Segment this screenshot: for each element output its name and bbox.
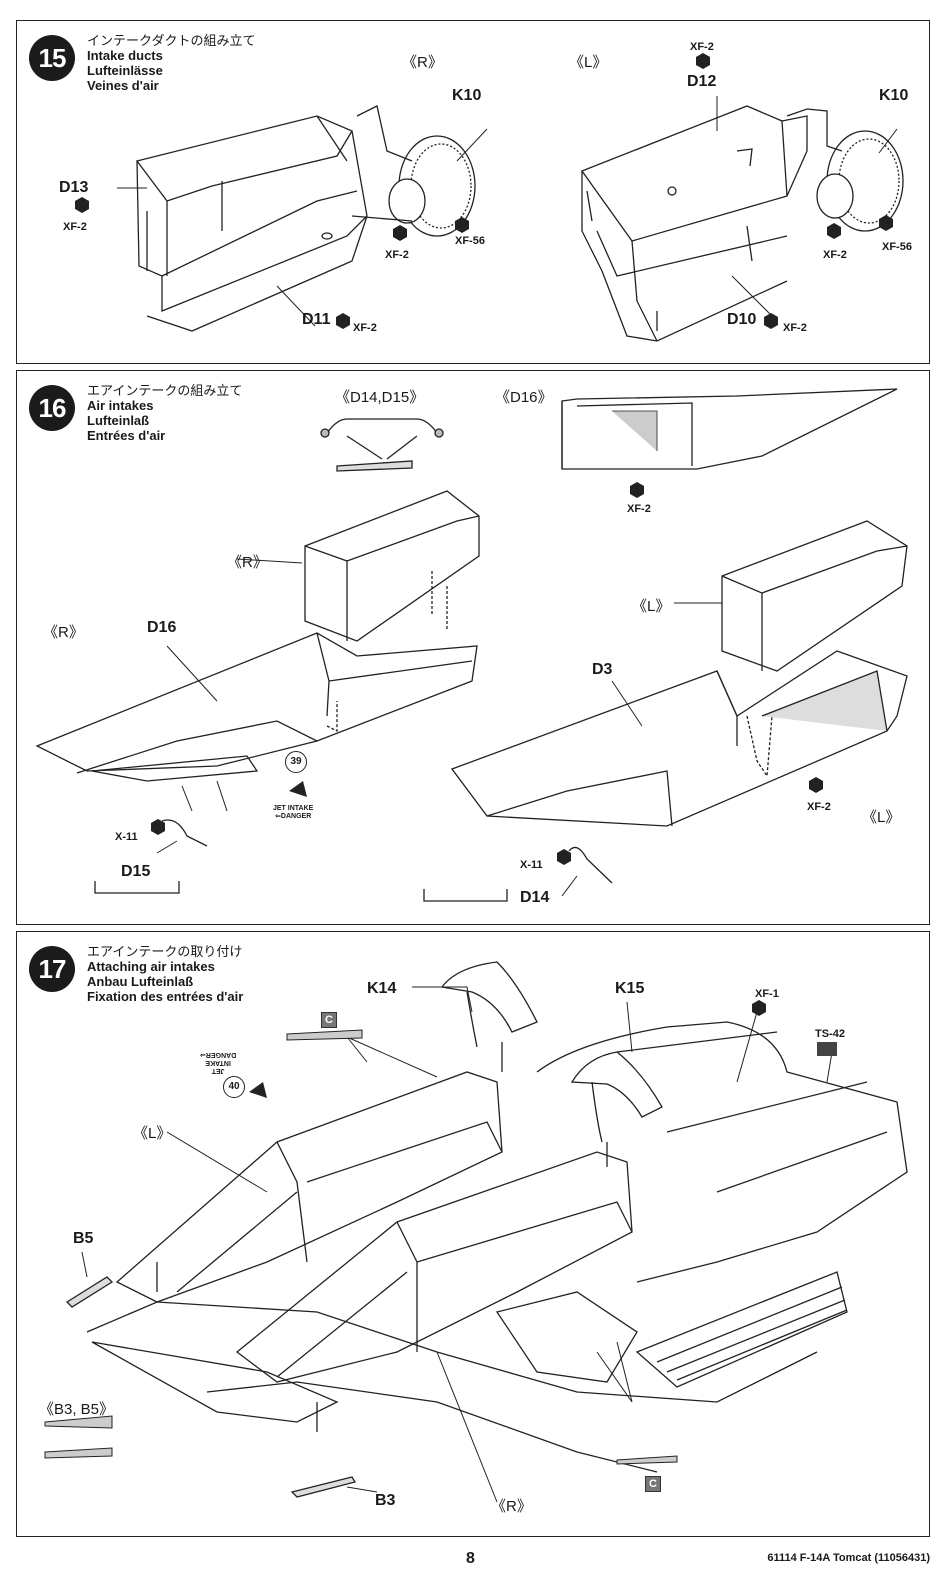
step-15-right-side-label: 《R》 bbox=[402, 54, 443, 71]
step-16-right-side-label: 《R》 bbox=[43, 624, 84, 641]
decal-40-text: JET INTAKE DANGER⇒ bbox=[200, 1051, 237, 1074]
step-17-title-de: Anbau Lufteinlaß bbox=[87, 974, 194, 989]
paint-xf2-d10: XF-2 bbox=[783, 322, 807, 334]
step-15-panel: 15 インテークダクトの組み立て Intake ducts Lufteinläs… bbox=[16, 20, 930, 364]
part-d12-label: D12 bbox=[687, 73, 717, 90]
step-17-panel: 17 エアインテークの取り付け Attaching air intakes An… bbox=[16, 931, 930, 1537]
step-16-right-duct-label: 《R》 bbox=[227, 554, 268, 571]
step-16-number: 16 bbox=[29, 385, 75, 431]
decal-40-marker: 40 bbox=[223, 1076, 245, 1098]
cement-tag-lower: C bbox=[645, 1476, 661, 1492]
paint-xf2-d16-detail: XF-2 bbox=[627, 503, 651, 515]
step-15-left-side-label: 《L》 bbox=[569, 54, 608, 71]
paint-xf2-d12: XF-2 bbox=[690, 41, 714, 53]
part-d16-label: D16 bbox=[147, 619, 177, 636]
step-17-illustration bbox=[44, 961, 908, 1503]
part-d11-label: D11 bbox=[302, 311, 331, 328]
paint-xf2-d11: XF-2 bbox=[353, 322, 377, 334]
step-16-illustration bbox=[35, 388, 908, 902]
step-17-right-side-label: 《R》 bbox=[491, 1498, 532, 1515]
step-15-title-fr: Veines d'air bbox=[87, 78, 159, 93]
detail-d16-label: 《D16》 bbox=[495, 389, 553, 406]
cement-tag-upper: C bbox=[321, 1012, 337, 1028]
paint-xf2-d13: XF-2 bbox=[63, 221, 87, 233]
step-17-titles: エアインテークの取り付け Attaching air intakes Anbau… bbox=[87, 944, 243, 1004]
part-d14-label: D14 bbox=[520, 889, 550, 906]
paint-xf2-k10-left: XF-2 bbox=[823, 249, 847, 261]
part-k15-label: K15 bbox=[615, 980, 645, 997]
paint-xf2-k10-right: XF-2 bbox=[385, 249, 409, 261]
step-17-title-fr: Fixation des entrées d'air bbox=[87, 989, 244, 1004]
kit-code: 61114 F-14A Tomcat (11056431) bbox=[767, 1552, 930, 1564]
part-k14-label: K14 bbox=[367, 980, 397, 997]
part-k10-right-label: K10 bbox=[452, 87, 482, 104]
step-17-number: 17 bbox=[29, 946, 75, 992]
paint-x11-d14: X-11 bbox=[520, 859, 543, 871]
part-b5-label: B5 bbox=[73, 1230, 94, 1247]
step-17-left-side-label: 《L》 bbox=[133, 1125, 172, 1142]
step-16-left-side-label: 《L》 bbox=[862, 809, 901, 826]
paint-xf2-d3: XF-2 bbox=[807, 801, 831, 813]
step-15-title-en: Intake ducts bbox=[87, 48, 163, 63]
decal-39-marker: 39 bbox=[285, 751, 307, 773]
step-16-title-de: Lufteinlaß bbox=[87, 413, 150, 428]
step-15-titles: インテークダクトの組み立て Intake ducts Lufteinlässe … bbox=[87, 33, 255, 93]
part-b3-label: B3 bbox=[375, 1492, 396, 1509]
detail-b3-b5-label: 《B3, B5》 bbox=[39, 1401, 115, 1418]
part-k10-left-label: K10 bbox=[879, 87, 909, 104]
step-16-title-fr: Entrées d'air bbox=[87, 428, 166, 443]
paint-x11-d15: X-11 bbox=[115, 831, 138, 843]
decal-39-text: JET INTAKE ⇐DANGER bbox=[273, 805, 314, 820]
part-d13-label: D13 bbox=[59, 179, 89, 196]
paint-xf56-k10-right: XF-56 bbox=[455, 235, 485, 247]
step-15-illustration bbox=[75, 53, 904, 342]
step-16-title-en: Air intakes bbox=[87, 398, 154, 413]
step-17-title-en: Attaching air intakes bbox=[87, 959, 215, 974]
page-number: 8 bbox=[466, 1550, 475, 1567]
detail-d14-d15-label: 《D14,D15》 bbox=[335, 389, 425, 406]
step-15-title-de: Lufteinlässe bbox=[87, 63, 163, 78]
step-15-number: 15 bbox=[29, 35, 75, 81]
step-15-title-jp: インテークダクトの組み立て bbox=[87, 33, 256, 48]
step-16-left-duct-label: 《L》 bbox=[632, 598, 671, 615]
paint-xf56-k10-left: XF-56 bbox=[882, 241, 912, 253]
part-d10-label: D10 bbox=[727, 311, 757, 328]
step-16-panel: 16 エアインテークの組み立て Air intakes Lufteinlaß E… bbox=[16, 370, 930, 925]
paint-ts42-label: TS-42 bbox=[815, 1028, 845, 1040]
part-d3-label: D3 bbox=[592, 661, 613, 678]
paint-xf1-label: XF-1 bbox=[755, 988, 779, 1000]
part-d15-label: D15 bbox=[121, 863, 151, 880]
step-17-title-jp: エアインテークの取り付け bbox=[87, 944, 243, 959]
step-16-titles: エアインテークの組み立て Air intakes Lufteinlaß Entr… bbox=[87, 383, 242, 443]
step-16-title-jp: エアインテークの組み立て bbox=[87, 383, 243, 398]
